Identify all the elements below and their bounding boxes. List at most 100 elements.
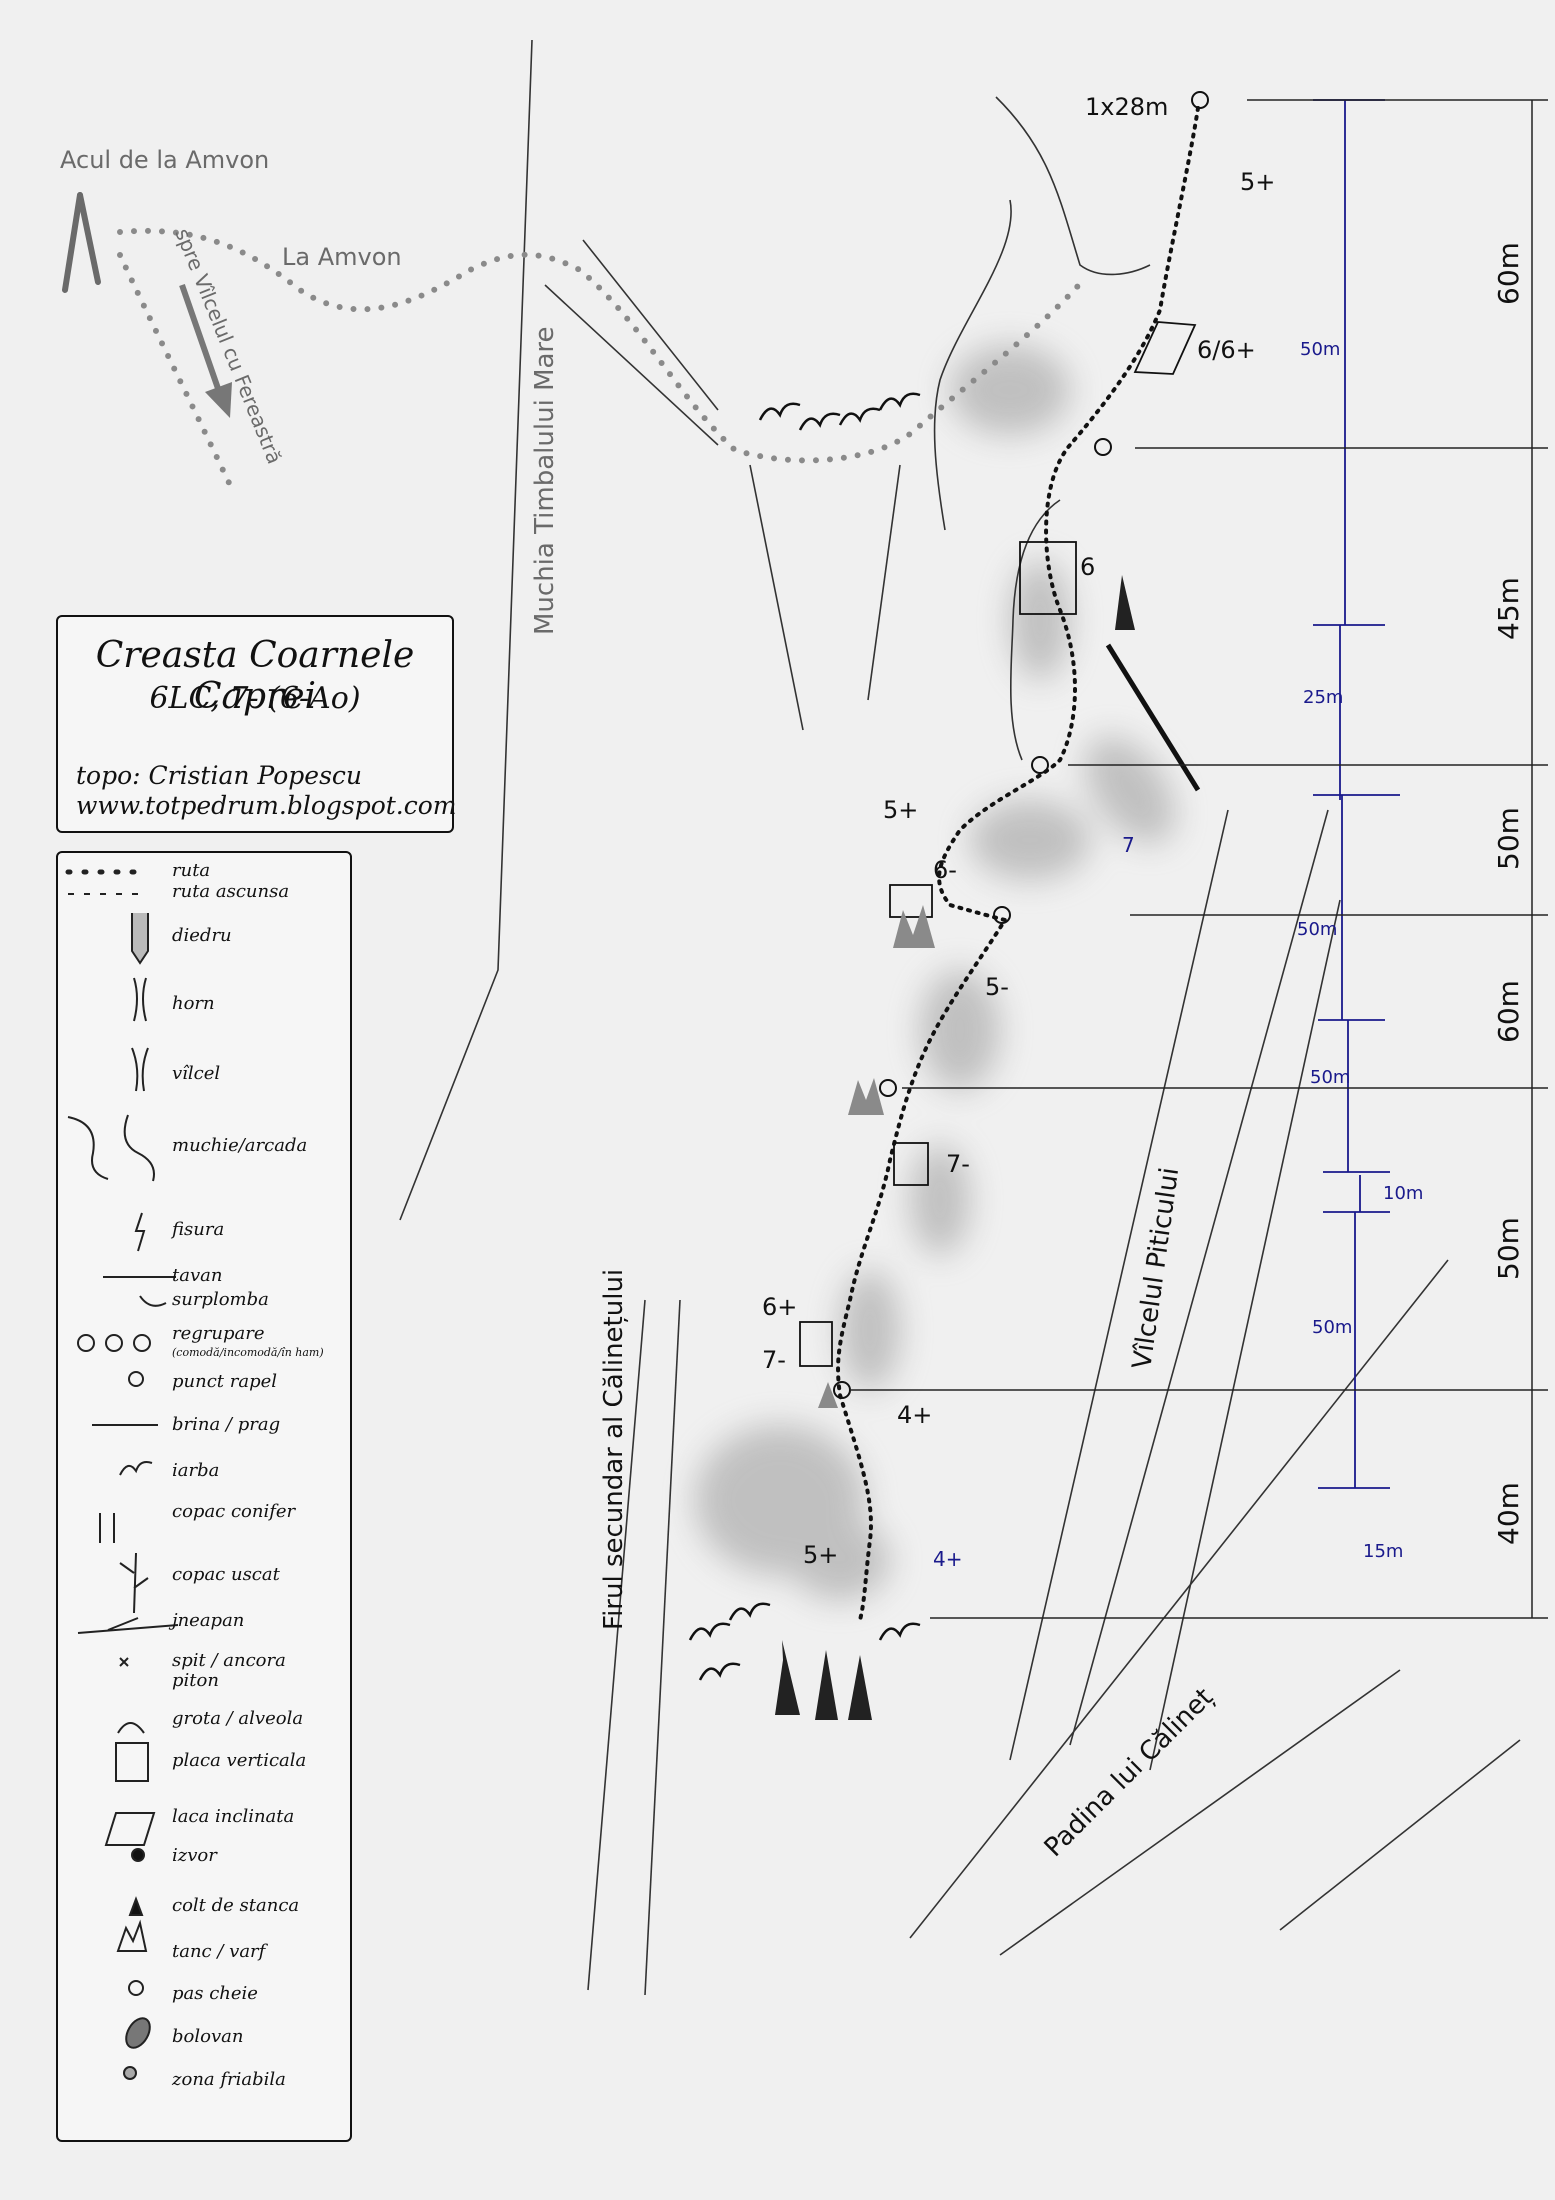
legend-hidden-route: ruta ascunsa <box>172 881 290 902</box>
legend-cave: grota / alveola <box>172 1708 304 1729</box>
acul-pillar <box>62 192 101 293</box>
legend-loose-rock: zona friabila <box>172 2069 286 2090</box>
legend-inclined-slab: laca inclinata <box>172 1806 295 1827</box>
alt-grades: 7 4+ <box>933 833 1135 1571</box>
svg-text:50m: 50m <box>1492 1217 1525 1280</box>
rock-spike-icon <box>128 1896 144 1916</box>
grass-icon <box>119 1461 153 1476</box>
author-credit: topo: Cristian Popescu <box>76 761 363 790</box>
rappel-label: 1x28m <box>1085 93 1168 121</box>
route-dotted-line <box>836 106 1200 1622</box>
legend-gully: vîlcel <box>172 1063 221 1084</box>
route-title: Creasta Coarnele Caprei <box>95 635 415 717</box>
bolt-icon <box>119 1657 129 1667</box>
grade-4p-blue: 4+ <box>933 1547 962 1571</box>
grade-4p: 4+ <box>897 1401 932 1429</box>
svg-text:25m: 25m <box>1303 687 1343 708</box>
grade-6-6p: 6/6+ <box>1197 336 1256 364</box>
legend-dead-tree: copac uscat <box>172 1564 280 1585</box>
legend-chimney: horn <box>172 993 215 1014</box>
belay-icon <box>105 1334 123 1352</box>
tower-icons <box>818 905 935 1408</box>
gully-icon <box>131 1047 149 1092</box>
legend-belay: regrupare <box>172 1323 265 1344</box>
legend-rappel: punct rapel <box>172 1371 278 1392</box>
conifer-trees <box>775 575 1135 1720</box>
legend-overhang: surplomba <box>172 1289 269 1310</box>
grade-5p-mid: 5+ <box>883 796 918 824</box>
dead-tree-icon <box>119 1552 149 1614</box>
belay-icon <box>133 1334 151 1352</box>
legend-key-pass: pas cheie <box>172 1983 258 2004</box>
grade-7m-a: 7- <box>946 1150 970 1178</box>
label-padina: Padina lui Călineț <box>1039 1682 1219 1862</box>
dihedral-icon <box>131 913 149 965</box>
route-grade: 6LC, 7- (6-Ao) <box>149 681 361 716</box>
cliff-edge <box>1105 643 1201 792</box>
loose-rock-icon <box>123 2066 137 2080</box>
legend-bolt: spit / ancora <box>172 1650 286 1671</box>
grade-7m-b: 7- <box>762 1346 786 1374</box>
tower-icon <box>818 1382 838 1408</box>
blue-length-labels: 50m 25m 50m 50m 10m 50m 15m <box>1297 339 1423 1562</box>
svg-text:50m: 50m <box>1300 339 1340 360</box>
legend-dwarf-pine: jneapan <box>172 1610 245 1631</box>
blue-measurements <box>1313 99 1400 1489</box>
legend-vertical-slab: placa verticala <box>172 1750 307 1771</box>
label-spre-vilcelul: spre Vîlcelul cu Fereastră <box>170 225 287 467</box>
website-link[interactable]: www.totpedrum.blogspot.com <box>76 791 457 820</box>
dwarf-pine-icon <box>77 1617 179 1634</box>
belay-icon <box>1094 438 1112 456</box>
pitch-scale <box>850 99 1548 1619</box>
tower-icon <box>848 1078 884 1115</box>
tree-icon <box>848 1655 872 1720</box>
grade-5p-low: 5+ <box>803 1541 838 1569</box>
overhang-icon <box>139 1295 167 1307</box>
svg-text:50m: 50m <box>1310 1067 1350 1088</box>
slab-boxes <box>799 321 1197 1367</box>
key-pass-icon <box>128 1980 144 1996</box>
route-annotations: 1x28m 5+ 6/6+ 6 5+ 6- 5- 7- 6+ 7- 4+ 5+ <box>762 93 1275 1569</box>
pitch-height-labels: 60m 45m 50m 60m 50m 40m <box>1492 242 1525 1545</box>
svg-text:60m: 60m <box>1492 980 1525 1043</box>
belay-icon <box>77 1334 95 1352</box>
svg-text:50m: 50m <box>1492 807 1525 870</box>
legend-boulder: bolovan <box>172 2026 244 2047</box>
svg-text:50m: 50m <box>1312 1317 1352 1338</box>
chimney-icon <box>133 977 147 1022</box>
legend-route: ruta <box>172 860 211 881</box>
grade-5m: 5- <box>985 973 1009 1001</box>
tree-icon <box>815 1650 838 1720</box>
valley-names: Firul secundar al Călinețului Vîlcelul P… <box>599 1166 1219 1863</box>
svg-text:15m: 15m <box>1363 1541 1403 1562</box>
rock-shading <box>695 345 1175 1600</box>
label-vilcelul-piticului: Vîlcelul Piticului <box>1127 1166 1185 1371</box>
vertical-slab-icon <box>115 1742 149 1782</box>
label-acul: Acul de la Amvon <box>60 146 269 174</box>
label-la-amvon: La Amvon <box>282 243 402 271</box>
svg-text:60m: 60m <box>1492 242 1525 305</box>
label-muchia: Muchia Timbalului Mare <box>530 326 560 635</box>
legend-ledge: brina / prag <box>172 1414 281 1435</box>
grade-7-blue: 7 <box>1122 833 1135 857</box>
belay-icon <box>1031 756 1049 774</box>
belay-stations <box>833 91 1209 1399</box>
belay-icon <box>993 906 1011 924</box>
legend-belay-sub: (comodă/incomodă/în ham) <box>172 1346 324 1359</box>
legend-roof: tavan <box>172 1265 223 1286</box>
svg-text:45m: 45m <box>1492 577 1525 640</box>
belay-icon <box>1191 91 1209 109</box>
svg-text:50m: 50m <box>1297 919 1337 940</box>
legend-tree: copac conifer <box>172 1501 296 1522</box>
legend-piton: piton <box>172 1670 219 1691</box>
legend-spring: izvor <box>172 1845 217 1866</box>
legend-symbols <box>65 869 179 2080</box>
belay-icon <box>879 1079 897 1097</box>
tower-icon <box>116 1919 148 1952</box>
inclined-slab-icon <box>104 1812 156 1846</box>
legend-tower: tanc / varf <box>172 1941 266 1962</box>
boulder-icon <box>125 2017 151 2049</box>
legend-dihedral: diedru <box>172 925 232 946</box>
ridge-arch-icon <box>67 1114 155 1182</box>
